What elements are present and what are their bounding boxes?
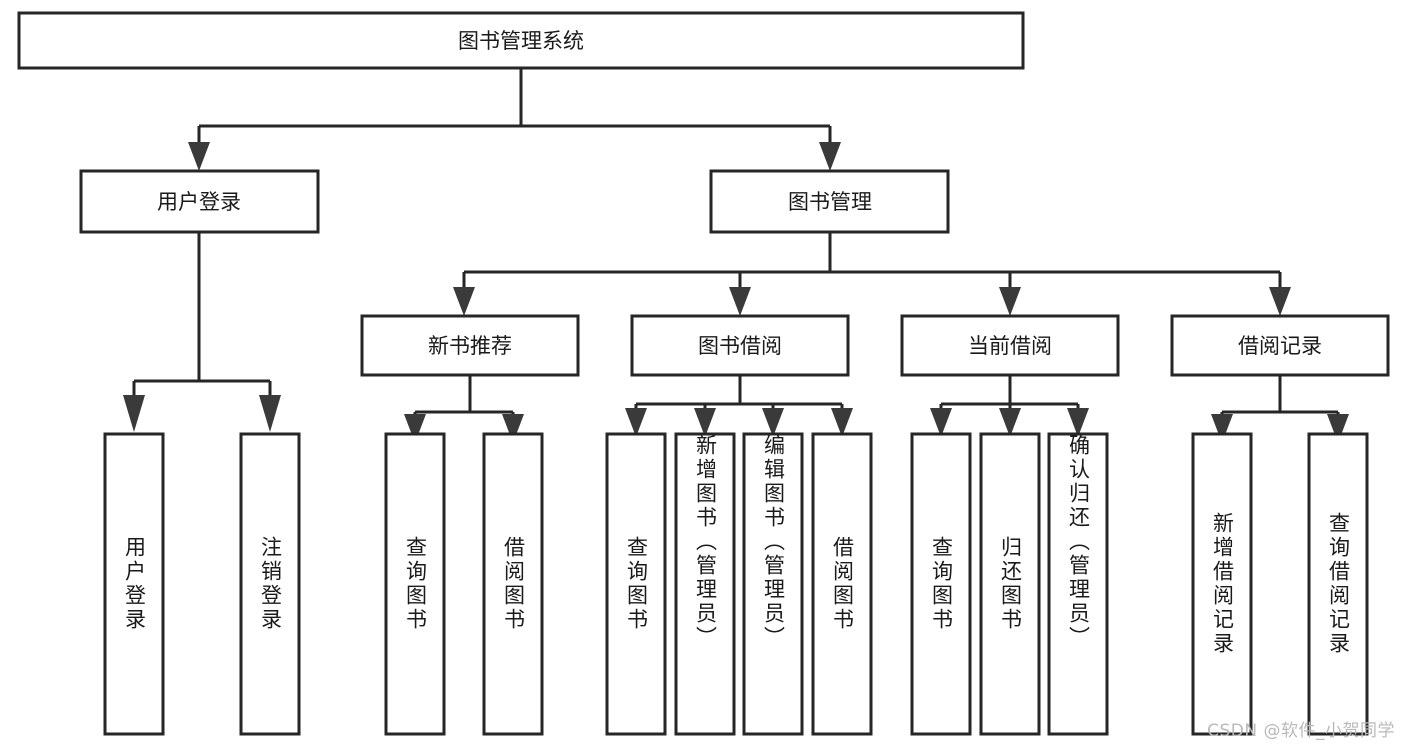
leaf-box-current-borrow-query[interactable]: [910, 432, 972, 736]
arrow-head-newbook-query: [404, 414, 426, 443]
node-book-management-label: 图书管理: [788, 190, 872, 214]
arrow-head-currentborrow-query: [930, 408, 952, 437]
node-new-book-recommend-label: 新书推荐: [428, 334, 512, 358]
node-root-system-box[interactable]: [17, 11, 1025, 70]
arrow-head-borrowrecord-add: [1211, 414, 1233, 443]
node-book-borrow-label: 图书借阅: [698, 334, 782, 358]
leaf-box-book-borrow-query[interactable]: [605, 432, 667, 736]
leaf-box-new-book-borrow[interactable]: [482, 432, 544, 736]
arrow-head-currentborrow-return: [999, 408, 1021, 437]
leaf-box-current-borrow-return[interactable]: [979, 432, 1041, 736]
arrow-head-bookborrow-query: [625, 408, 647, 437]
arrow-head-newbook-borrow: [502, 414, 524, 443]
connector-group-new-book: [404, 375, 524, 443]
arrow-head-borrowrecord-query: [1327, 414, 1349, 443]
node-current-borrow[interactable]: 当前借阅: [900, 314, 1120, 377]
arrow-head-bookborrow-edit: [762, 408, 784, 437]
leaf-box-current-borrow-confirm[interactable]: [1047, 432, 1109, 736]
leaf-box-user-login-login[interactable]: [103, 432, 165, 736]
node-root-system[interactable]: 图书管理系统: [17, 11, 1025, 70]
connector-group-book-borrow: [625, 375, 853, 437]
arrow-head-leaf-user-login: [123, 395, 145, 432]
connector-group-borrow-record: [1211, 375, 1349, 443]
node-book-management-box[interactable]: [709, 169, 950, 234]
node-root-system-label: 图书管理系统: [458, 29, 584, 53]
watermark-text: CSDN @软件_小贺同学: [1207, 721, 1395, 741]
leaf-box-book-borrow-add[interactable]: [674, 432, 736, 736]
node-user-login-box[interactable]: [79, 169, 320, 234]
leaf-box-borrow-record-add[interactable]: [1191, 432, 1253, 736]
leaf-box-book-borrow-lend[interactable]: [811, 432, 873, 736]
leaf-box-user-login-logout[interactable]: [239, 432, 301, 736]
arrow-head-currentborrow-confirm: [1067, 408, 1089, 437]
node-borrow-record-box[interactable]: [1170, 314, 1390, 377]
leaf-box-new-book-query[interactable]: [384, 432, 446, 736]
arrow-head-book-borrow: [729, 287, 751, 316]
arrow-head-borrow-record: [1269, 287, 1291, 316]
arrow-head-book-mgmt: [819, 142, 841, 171]
connector-group-root: [188, 68, 841, 171]
node-user-login[interactable]: 用户登录: [79, 169, 320, 234]
leaf-box-borrow-record-query[interactable]: [1307, 432, 1369, 736]
node-new-book-recommend[interactable]: 新书推荐: [360, 314, 580, 377]
arrow-head-bookborrow-add: [694, 408, 716, 437]
node-current-borrow-box[interactable]: [900, 314, 1120, 377]
arrow-head-current-borrow: [999, 287, 1021, 316]
connector-group-book-mgmt: [453, 232, 1291, 316]
node-new-book-recommend-box[interactable]: [360, 314, 580, 377]
arrow-head-bookborrow-lend: [831, 408, 853, 437]
node-book-borrow-box[interactable]: [630, 314, 850, 377]
arrow-head-leaf-logout: [259, 395, 281, 432]
node-user-login-label: 用户登录: [157, 190, 241, 214]
leaf-box-book-borrow-edit[interactable]: [742, 432, 804, 736]
node-current-borrow-label: 当前借阅: [968, 334, 1052, 358]
node-borrow-record-label: 借阅记录: [1238, 334, 1322, 358]
arrow-head-new-book: [453, 287, 475, 316]
connector-group-user-login: [123, 232, 281, 432]
connector-group-current-borrow: [930, 375, 1089, 437]
arrow-head-user-login: [188, 142, 210, 171]
node-book-borrow[interactable]: 图书借阅: [630, 314, 850, 377]
node-borrow-record[interactable]: 借阅记录: [1170, 314, 1390, 377]
node-book-management[interactable]: 图书管理: [709, 169, 950, 234]
